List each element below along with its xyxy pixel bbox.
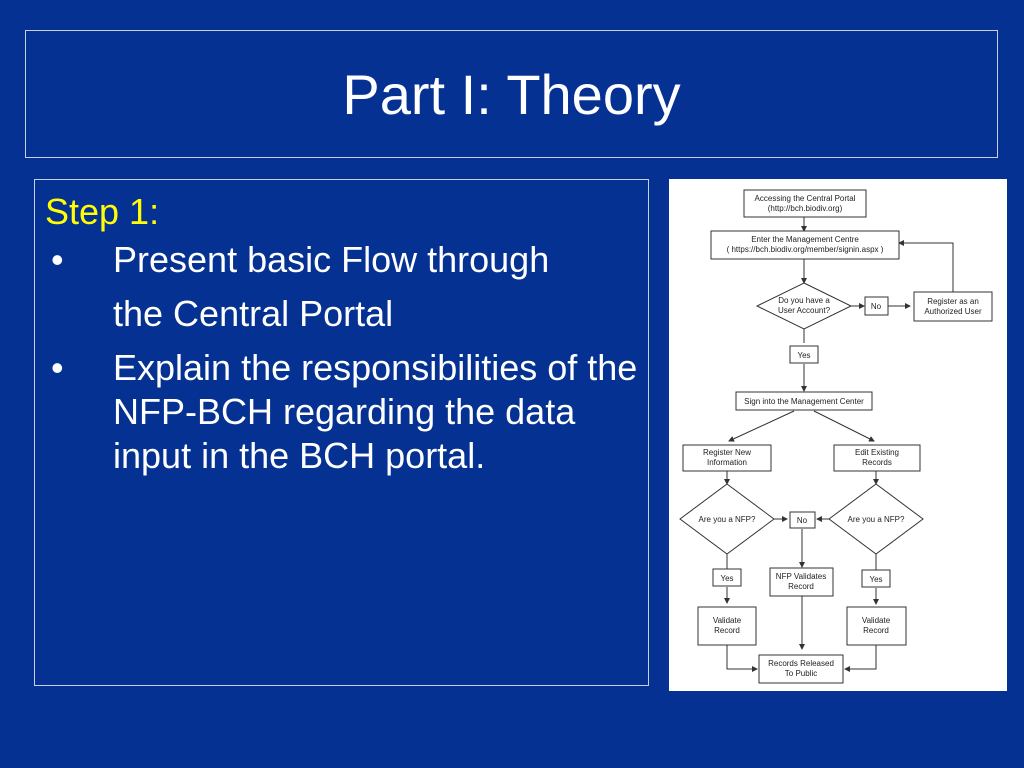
register-new-box <box>682 444 772 472</box>
validate-right-box <box>846 606 907 646</box>
title-box: Part I: Theory <box>25 30 998 158</box>
register-user-box <box>913 291 993 322</box>
yes-box-left <box>712 568 742 587</box>
edit-existing-label-1: Edit Existing <box>855 448 899 457</box>
no-box-2 <box>789 511 816 529</box>
step-label: Step 1: <box>45 191 160 232</box>
bullet-item-2: • Explain the responsibilities of the NF… <box>45 346 638 478</box>
register-new-label-1: Register New <box>703 448 751 457</box>
enter-centre-box <box>710 230 900 260</box>
access-portal-box <box>743 189 867 218</box>
nfp-validates-label-2: Record <box>788 582 814 591</box>
access-portal-label-1: Accessing the Central Portal <box>755 194 856 203</box>
nfp-validates-box <box>769 567 834 597</box>
nfp-right-label: Are you a NFP? <box>848 515 905 524</box>
register-user-label-2: Authorized User <box>924 307 982 316</box>
bullet-line: Present basic Flow through <box>113 239 550 280</box>
edit-existing-label-2: Records <box>862 458 892 467</box>
user-account-label-2: User Account? <box>778 306 831 315</box>
slide-title: Part I: Theory <box>342 62 681 126</box>
no-box-1 <box>864 296 889 316</box>
bullet-marker: • <box>51 347 64 388</box>
edit-existing-box <box>833 444 921 472</box>
validate-left-label-1: Validate <box>713 616 742 625</box>
released-label-2: To Public <box>785 669 817 678</box>
content-box: Step 1: • Present basic Flow through the… <box>34 179 649 686</box>
enter-centre-label-2: ( https://bch.biodiv.org/member/signin.a… <box>727 245 884 254</box>
no-label-2: No <box>797 516 808 525</box>
bullet-item-1: • Present basic Flow through the Central… <box>45 238 638 336</box>
access-portal-label-2: (http://bch.biodiv.org) <box>768 204 843 213</box>
register-new-label-2: Information <box>707 458 747 467</box>
nfp-diamond-right <box>828 483 924 555</box>
sign-in-box <box>735 391 873 411</box>
no-label-1: No <box>871 302 882 311</box>
flowchart-panel: Accessing the Central Portal (http://bch… <box>669 179 1007 691</box>
user-account-diamond <box>755 282 853 330</box>
nfp-diamond-left <box>679 483 775 555</box>
bullet-line: Explain the responsibilities of the NFP-… <box>113 347 638 476</box>
yes-label-1: Yes <box>797 351 810 360</box>
flow-connectors <box>724 217 954 672</box>
nfp-validates-label-1: NFP Validates <box>776 572 826 581</box>
validate-right-label-2: Record <box>863 626 889 635</box>
user-account-label-1: Do you have a <box>778 296 830 305</box>
yes-box-1 <box>789 345 819 364</box>
enter-centre-label-1: Enter the Management Centre <box>751 235 859 244</box>
bullet-line: the Central Portal <box>113 293 394 334</box>
flowchart: Accessing the Central Portal (http://bch… <box>679 189 993 684</box>
yes-left-label: Yes <box>720 574 733 583</box>
validate-left-box <box>697 606 757 646</box>
yes-box-right <box>861 569 891 588</box>
released-box <box>758 654 844 684</box>
bullet-marker: • <box>51 239 64 280</box>
released-label-1: Records Released <box>768 659 834 668</box>
sign-in-label: Sign into the Management Center <box>744 397 864 406</box>
yes-right-label: Yes <box>869 575 882 584</box>
validate-left-label-2: Record <box>714 626 740 635</box>
nfp-left-label: Are you a NFP? <box>699 515 756 524</box>
validate-right-label-1: Validate <box>862 616 891 625</box>
register-user-label-1: Register as an <box>927 297 979 306</box>
